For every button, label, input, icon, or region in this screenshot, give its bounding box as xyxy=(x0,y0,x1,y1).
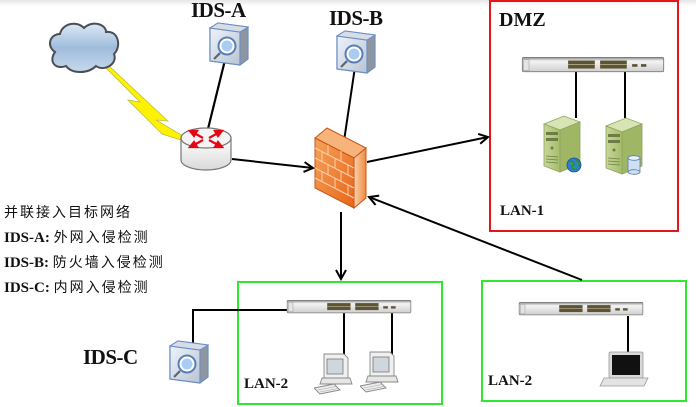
lan2-right-switch-icon xyxy=(518,302,644,316)
laptop-icon xyxy=(599,351,649,387)
dmz-zone-border xyxy=(489,0,679,232)
top-shadow xyxy=(0,0,696,6)
globe-icon xyxy=(566,157,582,173)
lan2-left-label: LAN-2 xyxy=(244,376,289,392)
legend-item: IDS-C: 内网入侵检测 xyxy=(4,276,165,301)
legend-desc: 防火墙入侵检测 xyxy=(52,255,165,271)
router-icon xyxy=(180,127,232,171)
link-lan2-right-firewall xyxy=(369,197,583,281)
link-ids-c-switch xyxy=(192,309,335,360)
ids-c-label: IDS-C xyxy=(83,345,138,369)
lan2-left-zone-border xyxy=(237,281,443,405)
legend-item: IDS-A: 外网入侵检测 xyxy=(4,226,165,251)
legend-desc: 内网入侵检测 xyxy=(53,280,150,296)
lan2-right-label: LAN-2 xyxy=(488,373,533,389)
lan1-label: LAN-1 xyxy=(500,203,545,219)
legend-heading: 并联接入目标网络 xyxy=(4,201,165,226)
legend-item: IDS-B: 防火墙入侵检测 xyxy=(4,251,165,276)
legend-heading-text: 并联接入目标网络 xyxy=(4,205,132,221)
cloud-icon xyxy=(48,22,120,73)
lan2-right-zone-border xyxy=(481,280,687,402)
ids-c-sensor-icon xyxy=(168,340,210,384)
lan2-left-switch-icon xyxy=(286,300,412,314)
link-ids-b-firewall xyxy=(343,66,356,142)
legend: 并联接入目标网络 IDS-A: 外网入侵检测 IDS-B: 防火墙入侵检测 ID… xyxy=(4,201,165,301)
legend-key: IDS-C: xyxy=(4,280,50,296)
database-icon xyxy=(627,155,641,175)
link-router-firewall xyxy=(231,158,313,168)
firewall-icon xyxy=(314,127,367,210)
legend-desc: 外网入侵检测 xyxy=(53,230,150,246)
dmz-switch-icon xyxy=(521,57,665,73)
link-firewall-dmz xyxy=(366,137,488,163)
desktop-pc-2-icon xyxy=(360,351,399,393)
dmz-title: DMZ xyxy=(499,9,546,31)
legend-key: IDS-B: xyxy=(4,255,50,271)
ids-b-label: IDS-B xyxy=(329,6,383,30)
ids-a-sensor-icon xyxy=(208,22,250,66)
desktop-pc-1-icon xyxy=(314,353,353,395)
links xyxy=(192,59,629,362)
legend-key: IDS-A: xyxy=(4,230,50,246)
ids-a-label: IDS-A xyxy=(191,0,246,22)
ids-b-sensor-icon xyxy=(335,30,377,74)
